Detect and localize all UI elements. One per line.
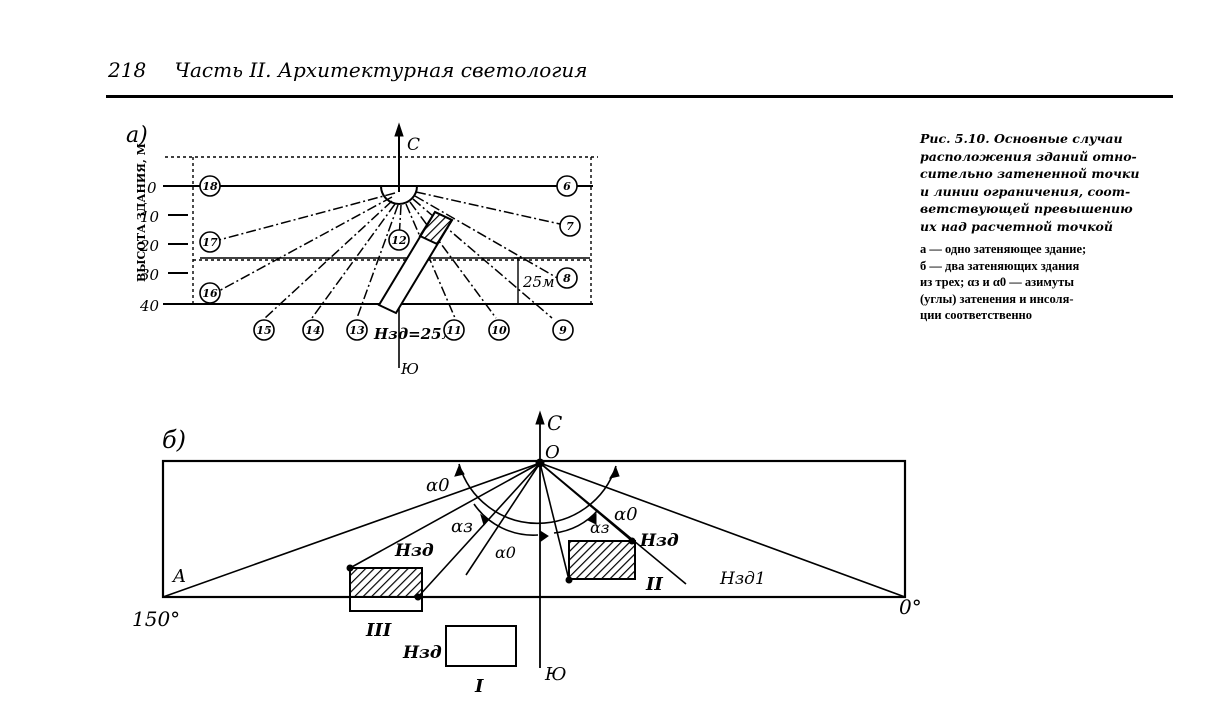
circle-18: 18 [199, 175, 221, 197]
figure-a-south: Ю [400, 360, 419, 378]
alpha0-right: α0 [614, 504, 638, 525]
caption-line: расположения зданий отно- [920, 148, 1137, 164]
building-i-label: I [474, 676, 484, 697]
header-rule [106, 95, 1173, 98]
caption-line: и линии ограничения, соот- [920, 183, 1131, 199]
tick-30: 30 [140, 266, 160, 284]
caption-legend: а — одно затеняющее здание; б — два зате… [920, 241, 1172, 324]
svg-text:9: 9 [559, 324, 567, 337]
circle-6: 6 [556, 175, 578, 197]
figure-b-origin: О [545, 442, 560, 463]
building-iii-label: III [365, 620, 392, 641]
circle-10: 10 [488, 319, 510, 341]
angle-0: 0° [899, 595, 922, 619]
svg-text:6: 6 [563, 180, 571, 193]
figure-b-north: С [547, 411, 562, 435]
figure-a-circles: 18 6 7 17 8 16 15 14 13 12 11 10 9 [199, 175, 581, 341]
svg-text:17: 17 [202, 236, 218, 249]
tick-10: 10 [140, 208, 160, 226]
page-header: 218 Часть II. Архитектурная светология [108, 58, 587, 82]
building-ii-label: II [645, 574, 663, 595]
point-a: A [171, 566, 186, 587]
circle-11: 11 [443, 319, 465, 341]
svg-text:18: 18 [202, 180, 218, 193]
h-label-i: Hзд [402, 643, 442, 663]
angle-150: 150° [132, 607, 180, 631]
circle-9: 9 [552, 319, 574, 341]
circle-8: 8 [556, 267, 578, 289]
legend-line: из трех; αз и α0 — азимуты [920, 275, 1074, 289]
svg-text:8: 8 [563, 272, 571, 285]
svg-text:15: 15 [256, 324, 271, 337]
figure-b-south: Ю [544, 664, 566, 685]
legend-line: а — одно затеняющее здание; [920, 242, 1087, 256]
figure-a-dimension: 25м [522, 273, 555, 291]
legend-line: б — два затеняющих здания [920, 258, 1080, 273]
figure-b-labels: б) С О A 150° 0° α0 α0 α0 αз αз Hзд Hзд … [132, 411, 922, 697]
svg-text:7: 7 [566, 220, 574, 233]
svg-text:11: 11 [446, 324, 461, 337]
figure-b [161, 410, 907, 668]
tick-40: 40 [139, 297, 160, 315]
legend-line: (углы) затенения и инсоля- [920, 291, 1074, 306]
svg-text:16: 16 [202, 287, 218, 300]
alpha3-left: αз [451, 516, 473, 537]
circle-13: 13 [346, 319, 368, 341]
circle-16: 16 [199, 282, 221, 304]
figure-caption: Рис. 5.10. Основные случаи расположения … [920, 130, 1172, 324]
h-label-ii: Hзд [639, 531, 679, 551]
tick-0: 0 [147, 179, 157, 197]
caption-line: ветствующей превышению [920, 201, 1133, 216]
page-title: Часть II. Архитектурная светология [174, 58, 588, 82]
figure-a-axis-title: ВЫСОТА ЗДАНИЯ, М [135, 143, 148, 282]
svg-text:10: 10 [491, 324, 507, 337]
circle-15: 15 [253, 319, 275, 341]
h-label-right: Hзд1 [719, 569, 766, 589]
svg-text:14: 14 [305, 324, 320, 337]
alpha0-bottom: α0 [495, 543, 516, 562]
figure-a-building-label: Hзд=25м [373, 325, 456, 343]
figure-a-ticks: 0 10 20 30 40 [139, 179, 160, 315]
caption-figure-text: Рис. 5.10. Основные случаи расположения … [920, 130, 1172, 235]
circle-12: 12 [388, 229, 410, 251]
caption-line: сительно затененной точки [920, 166, 1140, 181]
circle-17: 17 [199, 231, 221, 253]
h-label-iii: Hзд [394, 541, 434, 561]
svg-text:12: 12 [391, 234, 407, 247]
caption-line: Рис. 5.10. Основные случаи [920, 131, 1123, 146]
alpha3-right: αз [590, 518, 610, 537]
circle-7: 7 [559, 215, 581, 237]
page-number: 218 [108, 58, 147, 82]
figure-a: а) С [126, 122, 598, 368]
figure-b-label: б) [162, 426, 186, 454]
svg-text:13: 13 [349, 324, 365, 337]
figure-a-north: С [407, 135, 420, 155]
circle-14: 14 [302, 319, 324, 341]
tick-20: 20 [139, 237, 160, 255]
alpha0-left: α0 [426, 475, 450, 496]
figure-a-label: а) [126, 123, 148, 148]
legend-line: ции соответственно [920, 308, 1032, 322]
caption-line: их над расчетной точкой [920, 218, 1113, 234]
